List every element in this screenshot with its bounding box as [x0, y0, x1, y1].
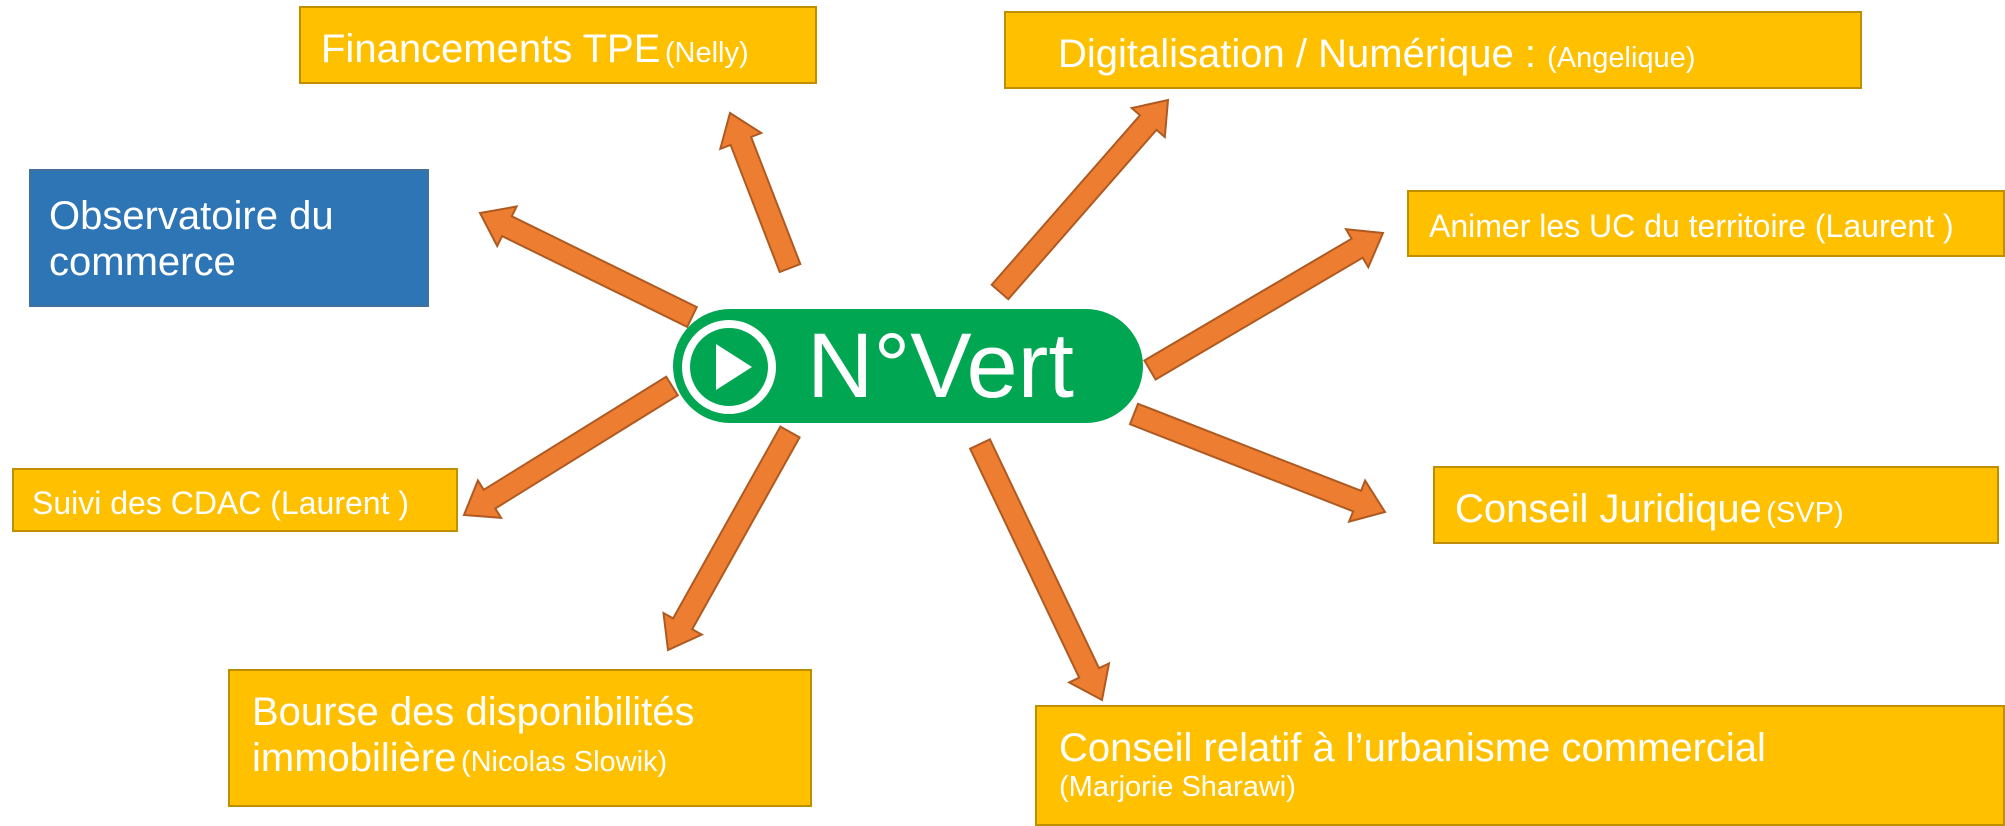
node-urbanisme-owner: (Marjorie Sharawi): [1059, 771, 1296, 803]
node-digitalisation-title: Digitalisation / Numérique: [1058, 32, 1514, 76]
arrow-to-conseil-juridique: [1128, 402, 1387, 524]
center-label: N°Vert: [807, 315, 1074, 417]
node-bourse-owner: (Nicolas Slowik): [460, 746, 668, 778]
node-financements-owner: (Nelly): [664, 37, 749, 69]
node-digitalisation-separator: :: [1513, 32, 1548, 76]
node-conseil-juridique-owner: (SVP): [1766, 497, 1844, 529]
play-circle-icon: [682, 320, 776, 414]
node-bourse-line2: immobilière: [252, 736, 457, 780]
arrow-to-financements: [718, 111, 802, 274]
node-suivi-cdac: Suivi des CDAC (Laurent ): [12, 468, 458, 532]
node-animer-uc: Animer les UC du territoire (Laurent ): [1407, 190, 2005, 257]
node-financements-tpe: Financements TPE (Nelly): [299, 6, 817, 84]
node-conseil-juridique-title: Conseil Juridique: [1455, 487, 1762, 531]
center-node: N°Vert: [673, 309, 1143, 423]
node-urbanisme-commercial: Conseil relatif à l’urbanisme commercial…: [1035, 705, 2005, 826]
arrow-to-suivi: [462, 375, 680, 520]
node-digitalisation: Digitalisation / Numérique : (Angelique): [1004, 11, 1862, 89]
node-digitalisation-owner: (Angelique): [1547, 42, 1696, 74]
node-conseil-juridique: Conseil Juridique (SVP): [1433, 466, 1999, 544]
arrow-to-observatoire: [478, 205, 699, 329]
arrow-to-bourse: [662, 425, 801, 652]
node-bourse-disponibilites: Bourse des disponibilités immobilière (N…: [228, 669, 812, 807]
arrow-to-urbanisme: [968, 437, 1111, 702]
node-bourse-line1: Bourse des disponibilités: [252, 690, 695, 734]
arrow-to-digitalisation: [990, 98, 1170, 301]
node-suivi-title: Suivi des CDAC (Laurent ): [32, 485, 410, 521]
node-financements-title: Financements TPE: [321, 27, 661, 71]
node-observatoire: Observatoire du commerce: [29, 169, 429, 307]
node-animer-title: Animer les UC du territoire (Laurent ): [1429, 208, 1954, 244]
node-observatoire-line1: Observatoire du: [49, 194, 334, 238]
node-urbanisme-title: Conseil relatif à l’urbanisme commercial: [1059, 726, 1766, 770]
arrow-to-animer: [1143, 228, 1385, 381]
node-observatoire-line2: commerce: [49, 240, 236, 284]
